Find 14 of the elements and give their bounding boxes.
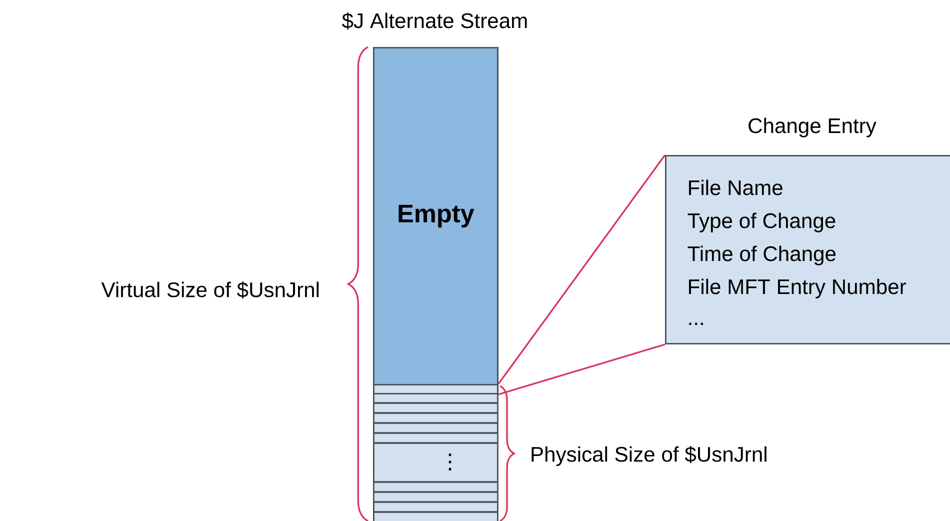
field-name: File MFT Entry Number xyxy=(689,278,906,298)
field-name: Type of Change xyxy=(688,212,836,232)
brace-label: Physical Size of $UsnJrnl xyxy=(532,446,766,466)
field-name: Time of Change xyxy=(688,246,836,266)
zoom-line xyxy=(498,154,666,384)
entry-heading: Change Entry xyxy=(748,118,876,138)
zoom-line xyxy=(498,344,666,396)
field-name: File Name xyxy=(689,180,782,196)
empty-region: Empty xyxy=(373,47,498,386)
entry-row xyxy=(373,384,498,394)
column-heading: $J Alternate Stream xyxy=(342,12,527,30)
ellipsis: ⋮ xyxy=(448,454,452,470)
field-name: ... xyxy=(689,322,703,325)
brace-label: Virtual Size of $UsnJrnl xyxy=(101,281,319,299)
